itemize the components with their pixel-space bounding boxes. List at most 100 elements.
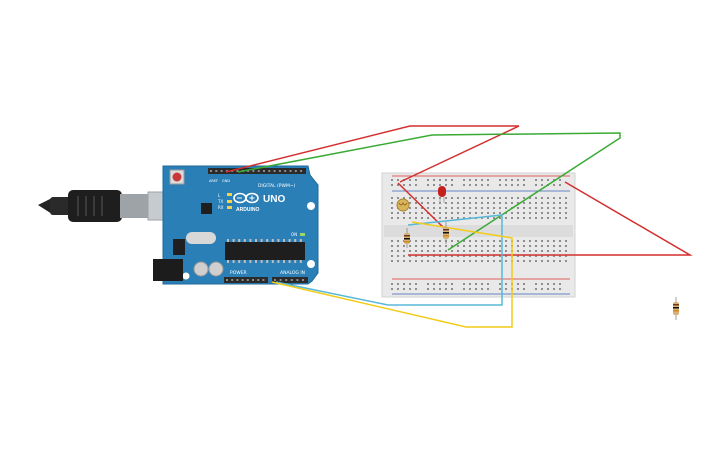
- breadboard-hole: [475, 288, 477, 290]
- breadboard-hole: [427, 260, 429, 262]
- digital-header[interactable]: [208, 168, 306, 174]
- usb-cable-icon[interactable]: [38, 190, 184, 222]
- wire-yellow[interactable]: [271, 221, 513, 328]
- breadboard-hole: [559, 212, 561, 214]
- breadboard-hole: [391, 207, 393, 209]
- breadboard-hole: [469, 197, 471, 199]
- breadboard-hole: [535, 250, 537, 252]
- header-pin: [231, 279, 234, 281]
- breadboard-hole: [535, 283, 537, 285]
- breadboard-hole: [391, 212, 393, 214]
- wires[interactable]: [225, 125, 693, 328]
- header-pin: [236, 170, 239, 172]
- breadboard-hole: [529, 207, 531, 209]
- breadboard-hole: [415, 212, 417, 214]
- breadboard-hole: [499, 240, 501, 242]
- breadboard-hole: [541, 197, 543, 199]
- breadboard-hole: [541, 255, 543, 257]
- resistor-left[interactable]: [404, 228, 410, 248]
- breadboard-hole: [409, 197, 411, 199]
- breadboard-hole: [505, 288, 507, 290]
- header-pin: [241, 279, 244, 281]
- power-jack-icon[interactable]: [153, 259, 183, 281]
- breadboard-hole: [403, 212, 405, 214]
- breadboard-hole: [559, 283, 561, 285]
- breadboard-hole: [559, 255, 561, 257]
- reset-button-icon[interactable]: [169, 169, 185, 185]
- breadboard-hole: [517, 207, 519, 209]
- resistor-loose[interactable]: [673, 297, 679, 320]
- breadboard-hole: [469, 202, 471, 204]
- breadboard-hole: [559, 202, 561, 204]
- breadboard[interactable]: [381, 172, 576, 298]
- breadboard-hole: [415, 255, 417, 257]
- breadboard-hole: [421, 207, 423, 209]
- chip-leg: [255, 260, 257, 263]
- chip-leg: [238, 239, 241, 242]
- breadboard-hole: [469, 283, 471, 285]
- breadboard-hole: [493, 260, 495, 262]
- breadboard-hole: [463, 240, 465, 242]
- breadboard-hole: [475, 245, 477, 247]
- breadboard-hole: [433, 260, 435, 262]
- header-pin: [215, 170, 218, 172]
- breadboard-hole: [487, 240, 489, 242]
- chip-leg: [299, 239, 302, 242]
- header-pin: [289, 170, 292, 172]
- breadboard-hole: [451, 288, 453, 290]
- breadboard-hole: [517, 245, 519, 247]
- breadboard-hole: [391, 197, 393, 199]
- analog-header[interactable]: [272, 277, 308, 283]
- header-pin: [210, 170, 212, 172]
- breadboard-hole: [391, 250, 393, 252]
- resistor-middle[interactable]: [443, 222, 449, 244]
- breadboard-hole: [559, 288, 561, 290]
- breadboard-hole: [493, 202, 495, 204]
- breadboard-hole: [523, 184, 525, 186]
- breadboard-hole: [547, 260, 549, 262]
- breadboard-hole: [415, 202, 417, 204]
- breadboard-hole: [409, 260, 411, 262]
- chip-leg: [249, 239, 252, 242]
- led-red[interactable]: [438, 186, 446, 203]
- breadboard-hole: [433, 245, 435, 247]
- chip-leg: [260, 260, 263, 263]
- breadboard-hole: [421, 260, 423, 262]
- breadboard-hole: [529, 217, 531, 219]
- breadboard-hole: [457, 202, 459, 204]
- wire-green-top[interactable]: [237, 132, 621, 251]
- photoresistor[interactable]: [396, 198, 410, 212]
- wire-cyan[interactable]: [275, 214, 503, 306]
- breadboard-hole: [523, 217, 525, 219]
- header-pin: [302, 279, 304, 281]
- breadboard-hole: [565, 197, 567, 199]
- chip-leg: [238, 260, 241, 263]
- breadboard-hole: [415, 245, 417, 247]
- power-header[interactable]: [224, 277, 268, 283]
- breadboard-hole: [535, 245, 537, 247]
- breadboard-hole: [445, 260, 447, 262]
- breadboard-hole: [409, 250, 411, 252]
- header-pin: [268, 170, 271, 172]
- breadboard-hole: [445, 207, 447, 209]
- breadboard-hole: [451, 202, 453, 204]
- breadboard-hole: [409, 283, 411, 285]
- label-analog: ANALOG IN: [280, 270, 305, 276]
- chip-leg: [243, 239, 246, 242]
- breadboard-hole: [409, 245, 411, 247]
- breadboard-hole: [391, 288, 393, 290]
- breadboard-hole: [457, 240, 459, 242]
- header-pin: [296, 279, 299, 281]
- arduino-uno-board[interactable]: L TX RX ON DIGITAL (PWM~) POWER ANALOG I…: [153, 165, 319, 285]
- breadboard-hole: [475, 283, 477, 285]
- chip-leg: [266, 239, 269, 242]
- wire-red-top[interactable]: [225, 125, 520, 183]
- breadboard-hole: [481, 202, 483, 204]
- breadboard-hole: [445, 212, 447, 214]
- header-pin: [279, 279, 282, 281]
- breadboard-hole: [559, 207, 561, 209]
- breadboard-hole: [475, 240, 477, 242]
- mount-hole: [182, 272, 190, 280]
- breadboard-hole: [499, 179, 501, 181]
- breadboard-hole: [487, 217, 489, 219]
